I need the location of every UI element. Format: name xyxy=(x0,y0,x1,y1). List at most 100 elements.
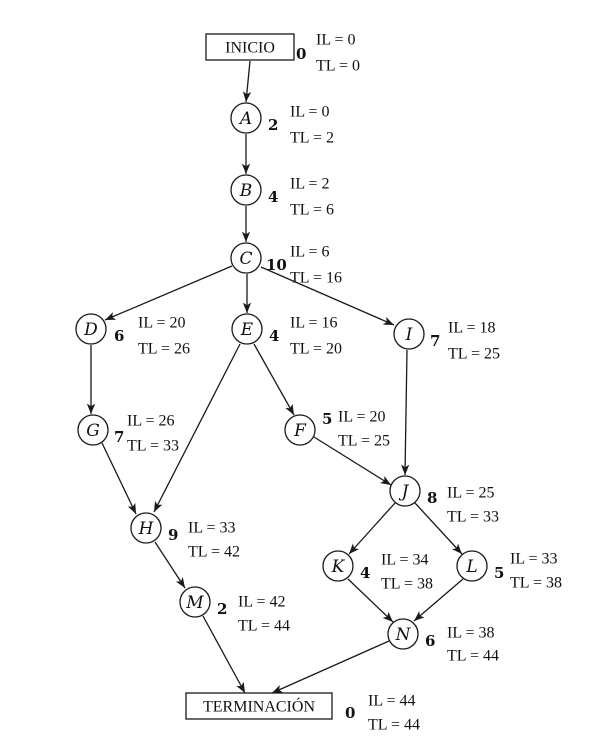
node-label-c: C xyxy=(239,249,252,269)
node-box-inicio xyxy=(205,33,295,61)
edge-j-to-l xyxy=(414,502,463,555)
node-circle-n xyxy=(387,618,419,650)
node-il-n: IL = 38 xyxy=(447,625,495,642)
edge-n-to-terminacion xyxy=(271,640,390,694)
node-tl-i: TL = 25 xyxy=(448,346,500,363)
node-circle-m xyxy=(179,586,211,618)
node-tl-e: TL = 20 xyxy=(290,341,342,358)
node-il-h: IL = 33 xyxy=(188,520,236,537)
node-duration-j: 8 xyxy=(427,489,437,507)
node-tl-k: TL = 38 xyxy=(381,576,433,593)
edge-e-to-f xyxy=(253,343,295,416)
edge-g-to-h xyxy=(101,442,137,515)
node-duration-c: 10 xyxy=(266,256,287,274)
edge-h-to-m xyxy=(154,541,186,589)
edge-c-to-d xyxy=(104,265,233,321)
node-il-g: IL = 26 xyxy=(127,413,175,430)
node-il-i: IL = 18 xyxy=(448,320,496,337)
node-box-terminacion xyxy=(185,692,333,720)
node-tl-d: TL = 26 xyxy=(138,341,190,358)
node-duration-terminacion: 0 xyxy=(345,704,355,722)
node-circle-a xyxy=(230,102,262,134)
node-tl-h: TL = 42 xyxy=(188,544,240,561)
node-label-i: I xyxy=(405,325,413,345)
node-tl-m: TL = 44 xyxy=(238,618,290,635)
node-tl-g: TL = 33 xyxy=(127,438,179,455)
node-label-terminacion: TERMINACIÓN xyxy=(203,697,315,716)
node-circle-c xyxy=(230,242,262,274)
node-il-b: IL = 2 xyxy=(290,176,330,193)
node-label-k: K xyxy=(331,557,346,577)
node-label-m: M xyxy=(185,593,204,613)
edge-j-to-k xyxy=(348,502,396,555)
node-il-d: IL = 20 xyxy=(138,315,186,332)
edge-l-to-n xyxy=(413,578,464,622)
node-duration-l: 5 xyxy=(494,564,504,582)
node-duration-i: 7 xyxy=(430,332,440,350)
node-label-f: F xyxy=(293,421,307,441)
node-label-a: A xyxy=(238,109,252,129)
node-label-d: D xyxy=(83,320,98,340)
node-duration-a: 2 xyxy=(268,116,278,134)
node-il-a: IL = 0 xyxy=(290,104,330,121)
edge-e-to-h xyxy=(153,343,241,513)
edge-f-to-j xyxy=(313,436,392,486)
node-circle-i xyxy=(393,318,425,350)
node-tl-c: TL = 16 xyxy=(290,270,342,287)
node-duration-inicio: 0 xyxy=(296,45,306,63)
node-circle-d xyxy=(75,313,107,345)
node-circle-b xyxy=(230,174,262,206)
node-tl-a: TL = 2 xyxy=(290,130,334,147)
node-duration-k: 4 xyxy=(360,564,370,582)
edge-inicio-to-a xyxy=(242,60,252,103)
node-il-m: IL = 42 xyxy=(238,594,286,611)
node-il-terminacion: IL = 44 xyxy=(368,693,416,710)
node-duration-b: 4 xyxy=(268,188,278,206)
node-il-l: IL = 33 xyxy=(510,551,558,568)
node-il-inicio: IL = 0 xyxy=(316,32,356,49)
node-duration-e: 4 xyxy=(269,327,279,345)
node-label-h: H xyxy=(138,519,155,539)
node-label-n: N xyxy=(395,625,412,645)
node-duration-n: 6 xyxy=(425,632,435,650)
node-tl-j: TL = 33 xyxy=(447,509,499,526)
node-duration-g: 7 xyxy=(114,428,124,446)
node-tl-f: TL = 25 xyxy=(338,433,390,450)
node-circle-h xyxy=(130,512,162,544)
node-il-j: IL = 25 xyxy=(447,485,495,502)
node-tl-terminacion: TL = 44 xyxy=(368,717,420,734)
edge-m-to-terminacion xyxy=(202,615,246,694)
node-tl-inicio: TL = 0 xyxy=(316,58,360,75)
node-circle-g xyxy=(77,414,109,446)
node-duration-f: 5 xyxy=(322,410,332,428)
node-label-l: L xyxy=(465,557,477,577)
node-tl-n: TL = 44 xyxy=(447,648,499,665)
node-inicio: INICIO 0 IL = 0 TL = 0 xyxy=(205,32,360,75)
node-duration-h: 9 xyxy=(168,526,178,544)
node-terminacion: TERMINACIÓN 0 IL = 44 TL = 44 xyxy=(185,692,420,734)
node-label-g: G xyxy=(86,421,100,441)
node-duration-d: 6 xyxy=(114,327,124,345)
node-duration-m: 2 xyxy=(217,600,227,618)
node-label-inicio: INICIO xyxy=(225,40,275,57)
node-il-f: IL = 20 xyxy=(338,409,386,426)
edge-c-to-i xyxy=(260,266,395,326)
node-circle-j xyxy=(389,475,421,507)
node-circle-l xyxy=(456,550,488,582)
node-il-c: IL = 6 xyxy=(290,244,330,261)
node-f: F5 IL = 20 TL = 25 xyxy=(284,409,390,450)
node-il-e: IL = 16 xyxy=(290,315,338,332)
